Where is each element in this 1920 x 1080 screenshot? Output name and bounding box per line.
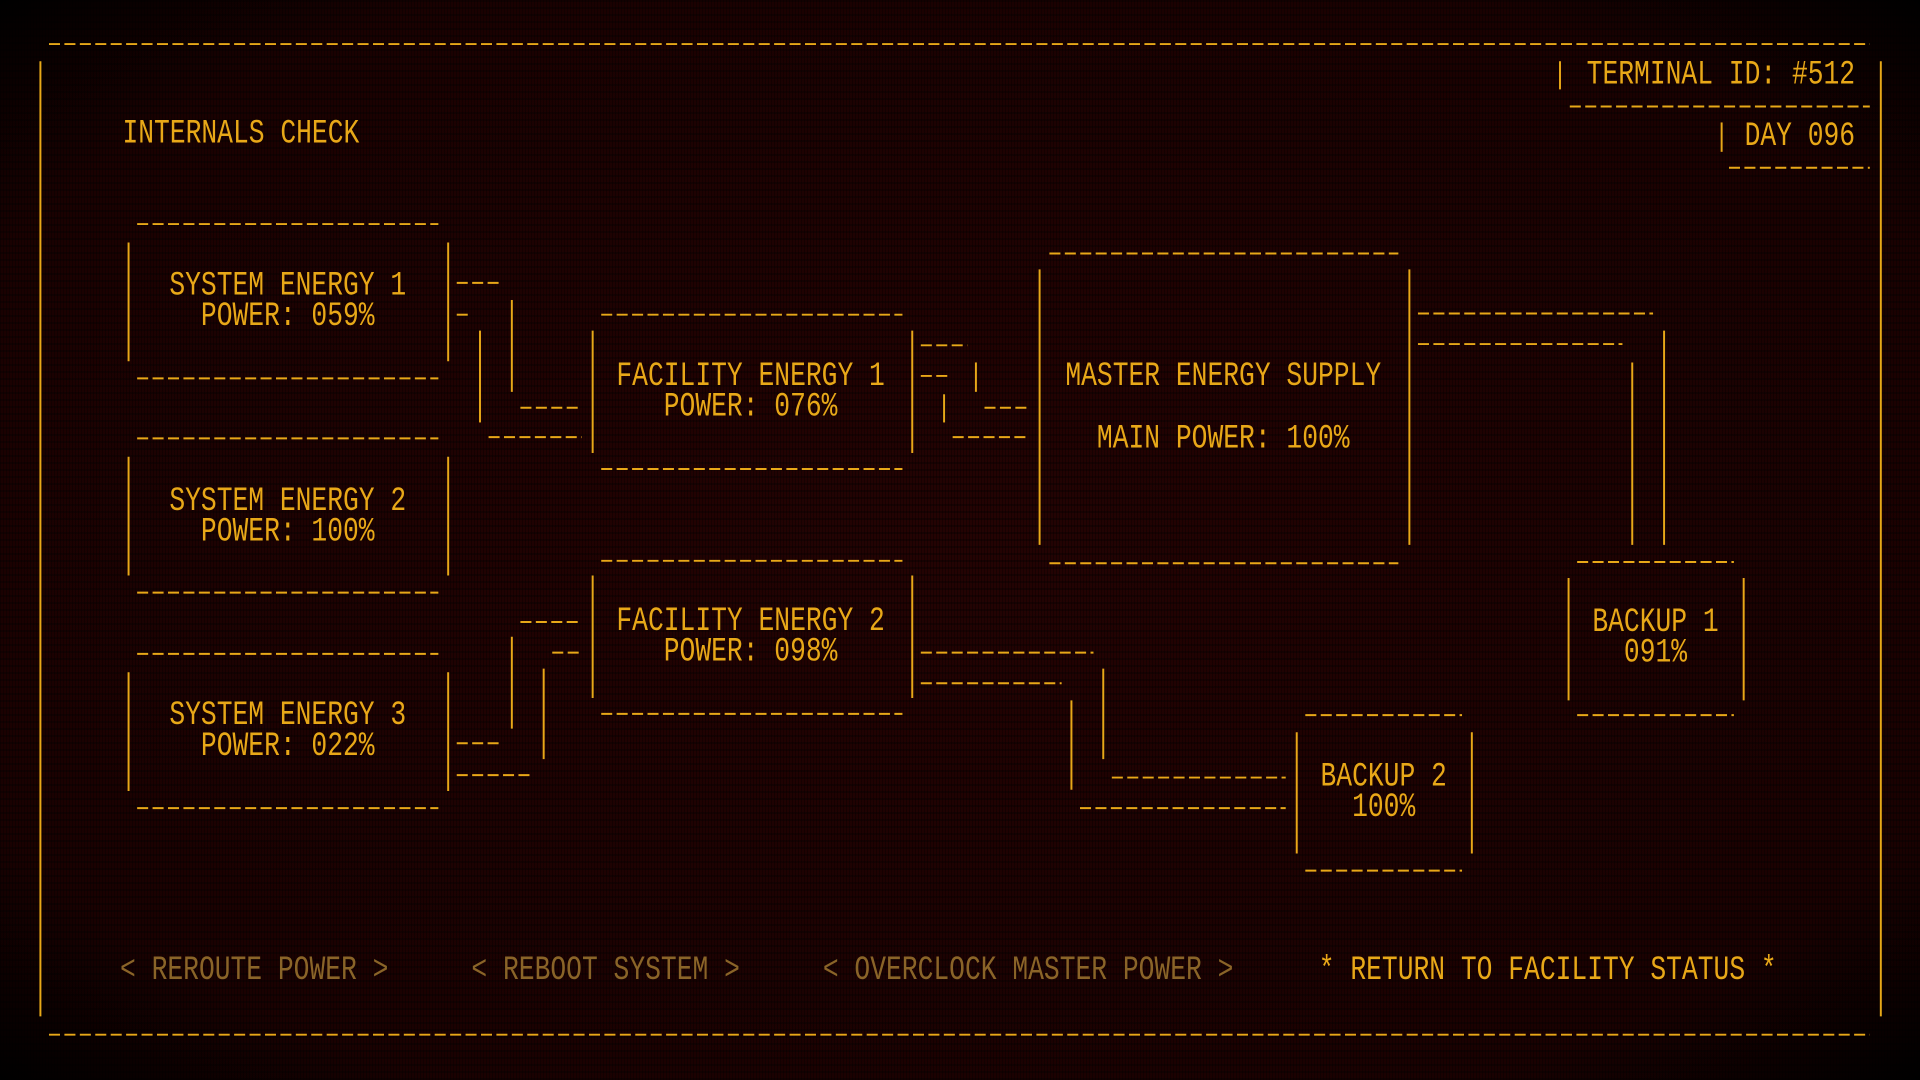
node-name: MASTER ENERGY SUPPLY bbox=[1065, 358, 1381, 396]
node-power: POWER: 076% bbox=[664, 389, 838, 427]
node-master-energy-supply: MASTER ENERGY SUPPLY MAIN POWER: 100% bbox=[1038, 252, 1411, 565]
day-counter: DAY 096 bbox=[1745, 118, 1856, 156]
node-power: MAIN POWER: 100% bbox=[1097, 421, 1350, 459]
node-facility-energy-1: FACILITY ENERGY 1 POWER: 076% bbox=[591, 313, 914, 470]
node-name: BACKUP 1 bbox=[1592, 604, 1718, 642]
node-name: SYSTEM ENERGY 3 bbox=[169, 697, 406, 735]
node-name: BACKUP 2 bbox=[1321, 758, 1447, 796]
overclock-master-power-button[interactable]: < OVERCLOCK MASTER POWER > bbox=[823, 952, 1234, 990]
return-to-facility-status-button[interactable]: * RETURN TO FACILITY STATUS * bbox=[1319, 952, 1777, 990]
terminal-id: TERMINAL ID: #512 bbox=[1587, 57, 1855, 95]
node-power: POWER: 098% bbox=[664, 634, 838, 672]
node-name: FACILITY ENERGY 2 bbox=[616, 603, 884, 641]
node-power: POWER: 059% bbox=[201, 298, 375, 336]
node-power: POWER: 100% bbox=[201, 514, 375, 552]
node-backup-1: BACKUP 1 091% bbox=[1567, 561, 1745, 717]
node-facility-energy-2: FACILITY ENERGY 2 POWER: 098% bbox=[591, 559, 914, 715]
reboot-system-button[interactable]: < REBOOT SYSTEM > bbox=[471, 952, 739, 990]
node-system-energy-1: SYSTEM ENERGY 1 POWER: 059% bbox=[127, 223, 450, 380]
node-power: POWER: 022% bbox=[201, 728, 375, 766]
node-power: 091% bbox=[1624, 635, 1688, 673]
power-connectors bbox=[456, 281, 1666, 810]
node-backup-2: BACKUP 2 100% bbox=[1295, 714, 1473, 872]
node-system-energy-3: SYSTEM ENERGY 3 POWER: 022% bbox=[127, 652, 450, 810]
node-name: FACILITY ENERGY 1 bbox=[616, 358, 884, 396]
reroute-power-button[interactable]: < REROUTE POWER > bbox=[120, 952, 388, 990]
terminal-id-panel: TERMINAL ID: #512 DAY 096 bbox=[1559, 57, 1870, 169]
node-name: SYSTEM ENERGY 2 bbox=[169, 483, 406, 521]
node-name: SYSTEM ENERGY 1 bbox=[169, 267, 406, 305]
node-power: 100% bbox=[1352, 789, 1416, 827]
page-title: INTERNALS CHECK bbox=[122, 116, 359, 154]
node-system-energy-2: SYSTEM ENERGY 2 POWER: 100% bbox=[127, 437, 450, 594]
outer-frame bbox=[39, 43, 1882, 1036]
